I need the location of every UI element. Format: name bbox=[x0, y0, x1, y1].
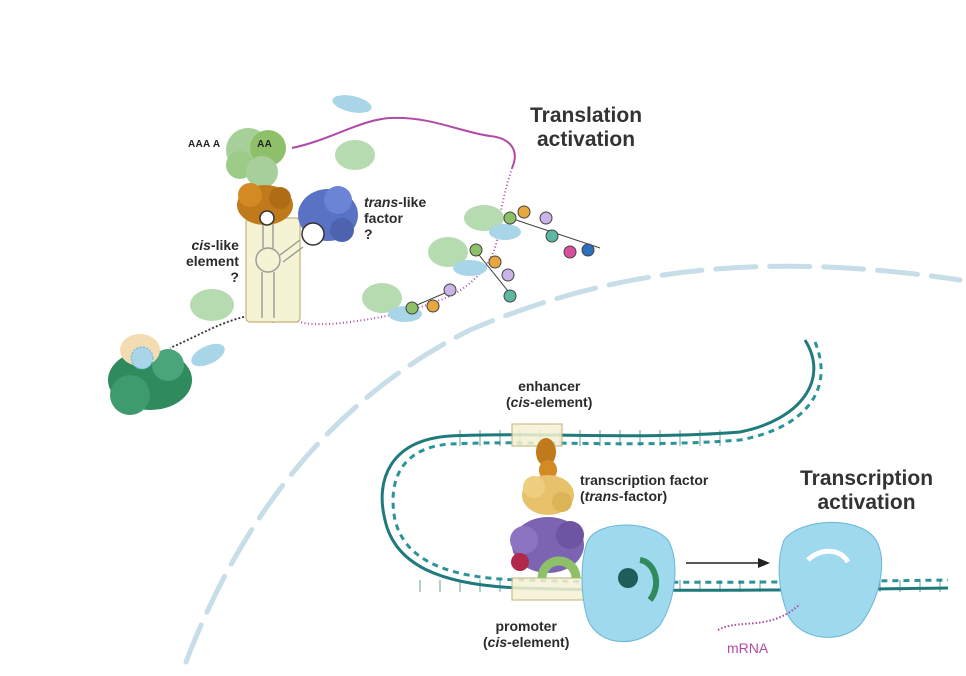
trans-like-label: trans-like factor ? bbox=[364, 194, 426, 242]
transcription-factor bbox=[522, 475, 574, 515]
cis-like-rest: -like bbox=[210, 237, 239, 253]
translation-title-line2: activation bbox=[537, 128, 636, 152]
enhancer-box bbox=[511, 423, 563, 447]
translation-title-line1: Translation bbox=[530, 104, 643, 127]
polya-right: AA bbox=[257, 139, 273, 150]
tf-italic: trans bbox=[584, 488, 619, 505]
trans-like-line2: factor bbox=[364, 210, 403, 227]
polya-left: AAA A bbox=[188, 139, 221, 150]
enhancer-open: ( bbox=[506, 394, 511, 411]
transcription-panel bbox=[380, 339, 949, 643]
promoter-italic: cis bbox=[487, 634, 508, 651]
gtf-green-c bbox=[537, 556, 581, 579]
polysome-ribosome-1 bbox=[464, 205, 521, 240]
transcription-factor-label: transcription factor (trans-factor) bbox=[580, 472, 708, 504]
cap-binding-complex bbox=[108, 334, 192, 415]
nascent-mrna bbox=[717, 603, 801, 631]
enhancer-label: enhancer (cis-element) bbox=[506, 378, 592, 410]
mediator-complex bbox=[510, 517, 584, 573]
promoter-label: promoter (cis-element) bbox=[483, 618, 569, 650]
nuclear-envelope bbox=[183, 263, 963, 665]
mrna-label: mRNA bbox=[727, 640, 769, 656]
small-subunit-free-2 bbox=[191, 343, 225, 367]
cis-like-label: cis-like element ? bbox=[186, 237, 239, 285]
enhancer-rest: -element) bbox=[530, 394, 593, 411]
trans-like-q: ? bbox=[364, 226, 373, 243]
small-subunit-free bbox=[332, 95, 372, 113]
binding-site-open-2 bbox=[259, 210, 275, 226]
eif4-complex bbox=[226, 128, 286, 188]
transcription-title: Transcription activation bbox=[800, 467, 933, 515]
peptide-chain-3 bbox=[405, 283, 457, 315]
stem-loop bbox=[255, 222, 304, 318]
rna-polymerase-initiating bbox=[581, 524, 676, 643]
cis-like-line2: element bbox=[186, 253, 239, 270]
promoter-open: ( bbox=[483, 634, 488, 651]
tf-rest: -factor) bbox=[618, 488, 668, 505]
tf-open: ( bbox=[580, 488, 585, 505]
tf-line1: transcription factor bbox=[580, 472, 709, 488]
large-subunit-free bbox=[335, 140, 375, 170]
transcription-title-line1: Transcription bbox=[800, 467, 934, 490]
translation-panel bbox=[108, 95, 601, 415]
trans-like-italic: trans bbox=[364, 194, 399, 210]
rna-polymerase-elongating bbox=[778, 521, 883, 638]
promoter-box bbox=[511, 577, 587, 601]
promoter-line1: promoter bbox=[495, 618, 557, 634]
peptide-chain-2 bbox=[469, 243, 517, 303]
polya-tail-label: AAA A AA bbox=[188, 139, 272, 151]
binding-site-open bbox=[301, 222, 325, 246]
peptide-chain-1 bbox=[503, 205, 601, 259]
cis-like-italic: cis bbox=[191, 237, 211, 253]
polysome-ribosome-2 bbox=[428, 237, 487, 276]
enhancer-italic: cis bbox=[510, 394, 531, 411]
large-subunit-free-2 bbox=[190, 289, 234, 321]
translation-title: Translation activation bbox=[530, 104, 642, 152]
transcription-factor-dbd bbox=[536, 438, 557, 480]
cis-like-q: ? bbox=[230, 269, 239, 286]
promoter-rest: -element) bbox=[507, 634, 570, 651]
transcription-title-line2: activation bbox=[817, 491, 916, 515]
mrna-strand-top bbox=[291, 116, 516, 169]
mrna-5prime-tail bbox=[169, 315, 249, 349]
orange-factor bbox=[237, 183, 293, 225]
activation-arrow bbox=[686, 558, 770, 568]
enhancer-line1: enhancer bbox=[518, 378, 581, 394]
trans-like-rest: -like bbox=[398, 194, 427, 210]
gtf-red bbox=[511, 553, 529, 571]
